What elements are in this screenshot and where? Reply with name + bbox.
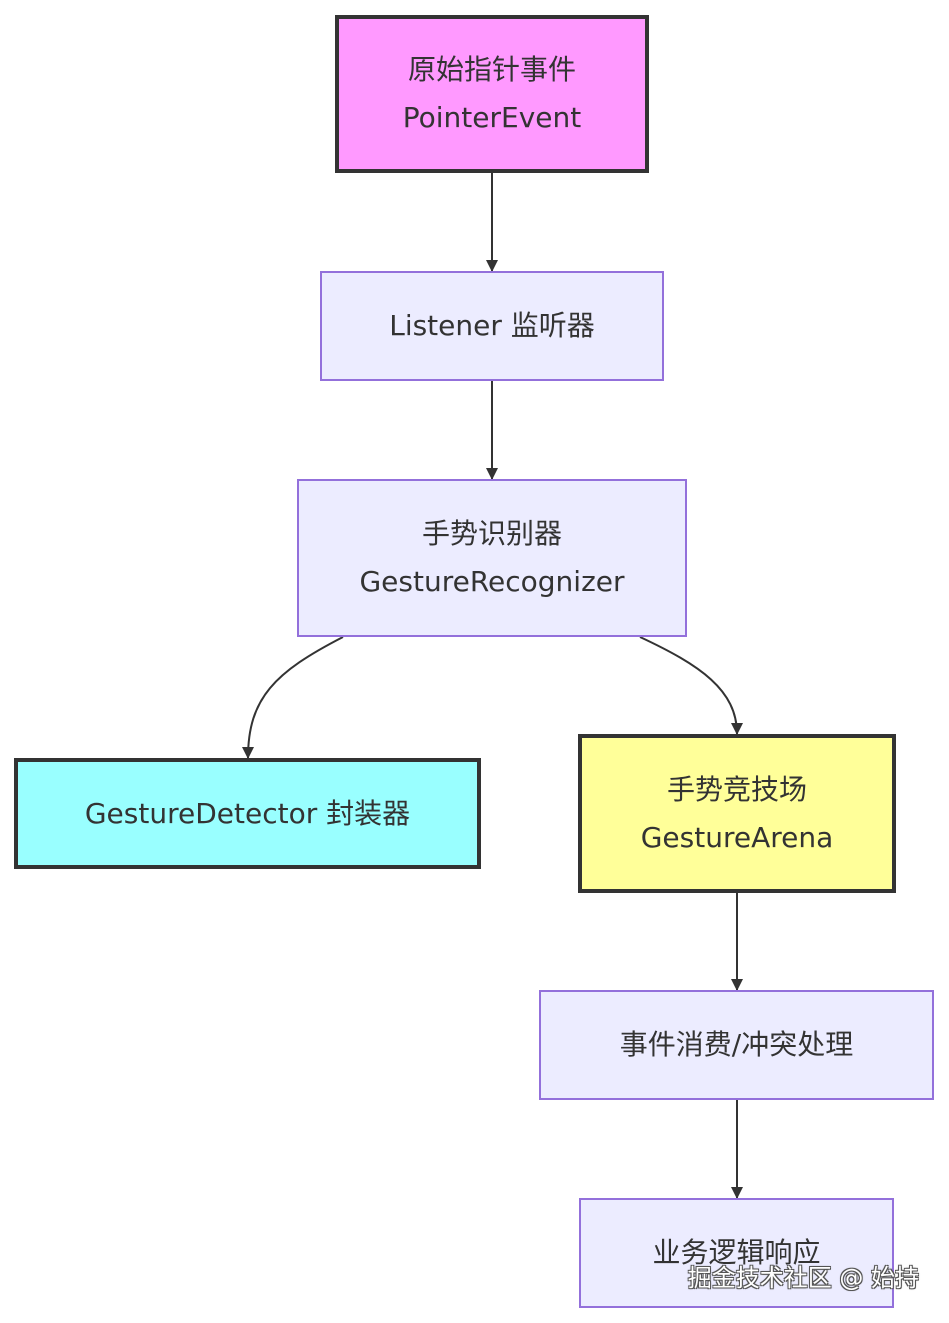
node-event-consumption: 事件消费/冲突处理 — [539, 990, 934, 1100]
node-listener: Listener 监听器 — [320, 271, 664, 381]
node-pointer-event-label-cn: 原始指针事件 — [407, 53, 576, 86]
node-event-consumption-label: 事件消费/冲突处理 — [619, 1028, 854, 1061]
node-gesture-recognizer-label-cn: 手势识别器 — [421, 517, 562, 550]
node-gesture-detector: GestureDetector 封装器 — [14, 758, 481, 869]
node-gesture-recognizer-label-en: GestureRecognizer — [359, 565, 625, 598]
watermark: 掘金技术社区 @ 始持 — [687, 1264, 919, 1292]
node-pointer-event: 原始指针事件 PointerEvent — [335, 15, 649, 173]
node-pointer-event-label-en: PointerEvent — [402, 101, 582, 134]
node-gesture-detector-label: GestureDetector 封装器 — [84, 796, 411, 830]
node-listener-label: Listener 监听器 — [389, 309, 595, 342]
node-business-logic: 业务逻辑响应 — [579, 1198, 894, 1308]
node-gesture-arena: 手势竞技场 GestureArena — [578, 734, 896, 893]
node-gesture-arena-label-en: GestureArena — [640, 820, 834, 854]
edge-gesture-recognizer-to-gesture-detector — [242, 636, 344, 759]
node-gesture-recognizer: 手势识别器 GestureRecognizer — [297, 479, 687, 637]
node-gesture-arena-label-cn: 手势竞技场 — [666, 772, 807, 806]
edge-gesture-recognizer-to-gesture-arena — [639, 636, 743, 735]
node-business-logic-label: 业务逻辑响应 — [652, 1236, 821, 1269]
